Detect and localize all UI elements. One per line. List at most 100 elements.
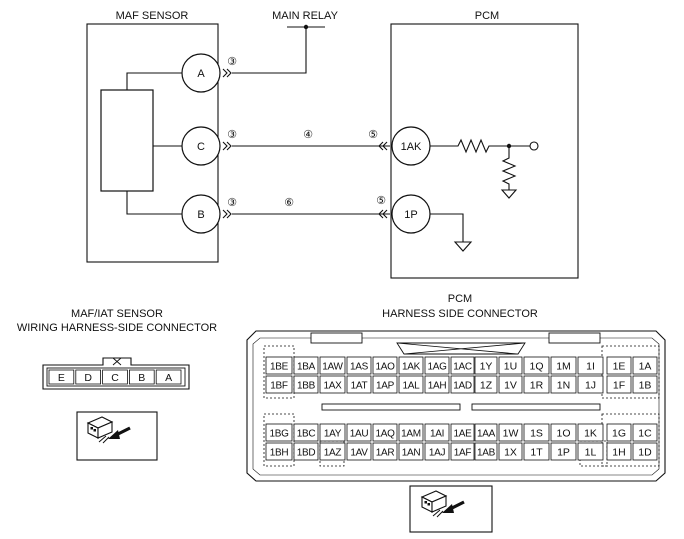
pcm-connector-pin-cell <box>523 356 550 375</box>
pcm-connector-pin-cell <box>606 375 632 394</box>
pcm-connector-pin-cell <box>606 423 632 442</box>
pcm-connector-pin-cell <box>398 375 424 394</box>
pcm-connector-pin-label: 1B <box>639 380 652 392</box>
pcm-connector-pin-label: 1BG <box>269 429 289 440</box>
pcm-connector-pin-label: 1C <box>638 428 652 440</box>
pcm-connector-pin-cell <box>424 375 450 394</box>
pcm-connector-pin-label: 1AZ <box>324 448 342 459</box>
pcm-connector-pin-cell <box>550 356 577 375</box>
pcm-connector-pin-cell <box>319 375 346 394</box>
pcm-connector-pin-cell <box>606 442 632 461</box>
pcm-connector-pin-label: 1AQ <box>375 429 395 440</box>
pcm-connector-pin-cell <box>265 375 293 394</box>
pcm-connector-pin-label: 1BF <box>270 381 288 392</box>
maf-terminal-c-label: C <box>197 141 205 153</box>
pcm-terminal-1ak-label: 1AK <box>401 141 422 153</box>
wire-number-3-a: ③ <box>227 56 237 68</box>
maf-connector-pin-cell <box>102 369 128 385</box>
pcm-connector-pin-cell <box>498 442 523 461</box>
pcm-connector-pin-label: 1AT <box>351 381 368 392</box>
pcm-connector-pin-cell <box>474 356 498 375</box>
pcm-connector-pin-cell <box>319 423 346 442</box>
pcm-connector-pin-cell <box>398 442 424 461</box>
pcm-connector-pin-cell <box>523 442 550 461</box>
pcm-connector-pin-cell <box>577 423 604 442</box>
maf-connector-pin-label: D <box>84 372 92 384</box>
resistor-series-icon <box>430 138 530 154</box>
pcm-connector-pin-label: 1AS <box>350 362 369 373</box>
pcm-terminal-1p: 1P <box>391 194 431 234</box>
pcm-connector-pin-label: 1AN <box>402 448 421 459</box>
pcm-connector-pin-cell <box>372 423 398 442</box>
pcm-connector-pin-cell <box>632 356 658 375</box>
maf-connector-pin-label: B <box>138 372 145 384</box>
maf-sensor-element <box>100 89 154 192</box>
pcm-connector-pin-label: 1J <box>585 380 596 392</box>
pcm-connector-pin-cell <box>632 442 658 461</box>
pcm-connector-pin-cell <box>265 356 293 375</box>
pcm-connector-pin-label: 1AA <box>477 429 496 440</box>
maf-connector-pin-cell <box>48 369 75 385</box>
pcm-connector-pin-cell <box>450 442 475 461</box>
main-relay-label: MAIN RELAY <box>272 10 338 22</box>
pcm-connector-pin-cell <box>424 423 450 442</box>
pcm-connector-pin-label: 1AC <box>453 362 472 373</box>
pcm-connector-pin-label: 1AW <box>322 362 343 373</box>
pcm-connector-pin-cell <box>474 423 498 442</box>
pcm-connector-pin-label: 1AD <box>453 381 472 392</box>
pcm-connector-pin-label: 1AO <box>375 362 395 373</box>
pcm-connector-pin-cell <box>577 356 604 375</box>
pcm-connector-pin-label: 1BD <box>297 448 316 459</box>
wire-number-3-c: ③ <box>227 129 237 141</box>
pcm-connector-title-line1: PCM <box>448 293 472 305</box>
pcm-connector-pin-cell <box>346 356 372 375</box>
pcm-connector-pin-cell <box>319 442 346 461</box>
pcm-connector-pin-cell <box>346 442 372 461</box>
wire-number-4: ④ <box>303 129 313 141</box>
maf-connector-pin-cell <box>128 369 155 385</box>
maf-iat-title-line2: WIRING HARNESS-SIDE CONNECTOR <box>17 322 217 334</box>
pcm-connector-pin-cell <box>523 375 550 394</box>
maf-connector-pin-label: A <box>165 372 172 384</box>
pcm-connector-pin-cell <box>265 442 293 461</box>
wire-number-3-b: ③ <box>227 197 237 209</box>
wire-number-6: ⑥ <box>284 197 294 209</box>
pcm-connector-pin-label: 1L <box>585 447 597 459</box>
pcm-connector-pin-label: 1P <box>557 447 570 459</box>
pcm-connector-pin-cell <box>498 375 523 394</box>
wire-number-5-1p: ⑤ <box>376 195 386 207</box>
pcm-connector-pin-label: 1AP <box>376 381 395 392</box>
pcm-connector-pin-cell <box>474 442 498 461</box>
pcm-connector-pin-cell <box>293 423 319 442</box>
pcm-connector-pin-label: 1AV <box>350 448 368 459</box>
pcm-connector-pin-label: 1BH <box>270 448 289 459</box>
pcm-connector-pin-label: 1T <box>530 447 543 459</box>
pcm-ground-wire <box>430 213 464 242</box>
maf-sensor-title: MAF SENSOR <box>116 10 189 22</box>
pcm-connector-pin-label: 1AB <box>477 448 496 459</box>
pcm-connector-pin-cell <box>372 442 398 461</box>
maf-connector-pin-cell <box>75 369 102 385</box>
maf-terminal-a: A <box>181 53 221 93</box>
pcm-connector-pin-cell <box>372 375 398 394</box>
pcm-connector-pin-label: 1AM <box>401 429 421 440</box>
pcm-connector-pin-cell <box>474 375 498 394</box>
maf-connector-pin-label: C <box>111 372 119 384</box>
pcm-connector-pin-cell <box>319 356 346 375</box>
pcm-connector-pin-label: 1Y <box>480 361 493 373</box>
pcm-connector-pin-label: 1O <box>556 428 570 440</box>
pcm-connector-pin-label: 1BE <box>270 362 289 373</box>
pcm-connector-pin-cell <box>550 375 577 394</box>
pcm-connector-pin-cell <box>450 356 475 375</box>
pcm-connector-pin-label: 1S <box>530 428 543 440</box>
pcm-connector-pin-label: 1AF <box>454 448 472 459</box>
pcm-connector-pin-label: 1AH <box>428 381 447 392</box>
maf-connector-chevron-b <box>222 209 232 219</box>
pcm-connector-pin-label: 1BC <box>297 429 316 440</box>
pcm-connector-pin-cell <box>550 423 577 442</box>
pcm-connector-pin-cell <box>346 375 372 394</box>
pcm-terminal-1ak: 1AK <box>391 126 431 166</box>
pcm-connector-pin-label: 1N <box>557 380 570 392</box>
